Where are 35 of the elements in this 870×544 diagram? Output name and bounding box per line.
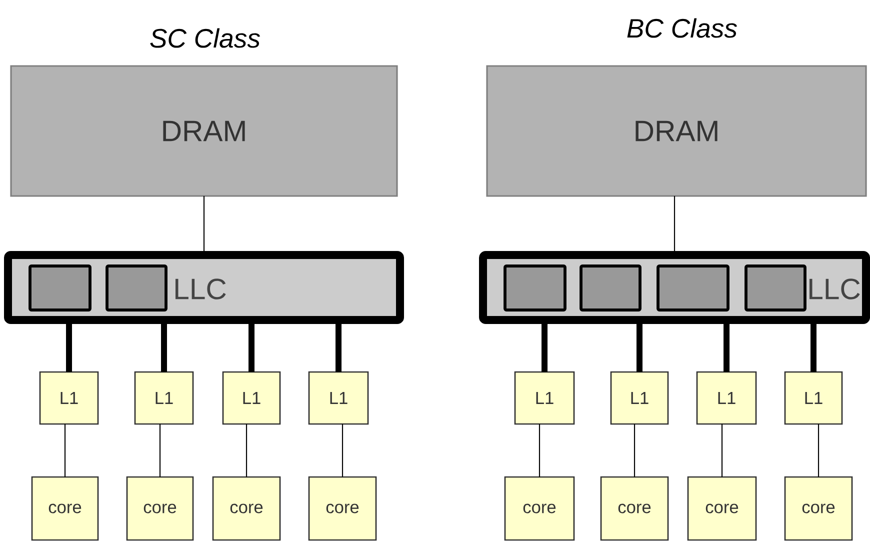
llc-label: LLC bbox=[810, 278, 860, 300]
l1-box: L1 bbox=[514, 371, 575, 425]
l1-box: L1 bbox=[134, 371, 194, 425]
dram-box: DRAM bbox=[486, 65, 867, 197]
connector-line bbox=[64, 424, 66, 477]
connector-line bbox=[342, 424, 344, 477]
panel-title: BC Class bbox=[627, 18, 737, 38]
cache-block bbox=[656, 264, 730, 312]
connector-line bbox=[818, 424, 820, 477]
l1-box: L1 bbox=[610, 371, 669, 425]
l1-box: L1 bbox=[696, 371, 757, 425]
core-box: core bbox=[31, 476, 99, 541]
dram-box: DRAM bbox=[10, 65, 398, 197]
core-box: core bbox=[308, 476, 377, 541]
core-box: core bbox=[504, 476, 575, 541]
l1-box: L1 bbox=[39, 371, 99, 425]
l1-box: L1 bbox=[784, 371, 843, 425]
core-box: core bbox=[600, 476, 669, 541]
cache-block bbox=[580, 264, 642, 312]
cache-block bbox=[504, 264, 566, 312]
connector-line bbox=[721, 424, 723, 477]
connector-line bbox=[246, 424, 248, 477]
connector-line bbox=[538, 424, 540, 477]
connector-line bbox=[159, 424, 161, 477]
l1-box: L1 bbox=[222, 371, 281, 425]
core-box: core bbox=[784, 476, 853, 541]
llc-label: LLC bbox=[176, 278, 226, 300]
l1-box: L1 bbox=[308, 371, 369, 425]
core-box: core bbox=[687, 476, 757, 541]
cache-block bbox=[744, 264, 806, 312]
core-box: core bbox=[212, 476, 281, 541]
cache-block bbox=[28, 264, 92, 312]
core-box: core bbox=[126, 476, 194, 541]
connector-line bbox=[634, 424, 636, 477]
cache-block bbox=[106, 264, 168, 312]
